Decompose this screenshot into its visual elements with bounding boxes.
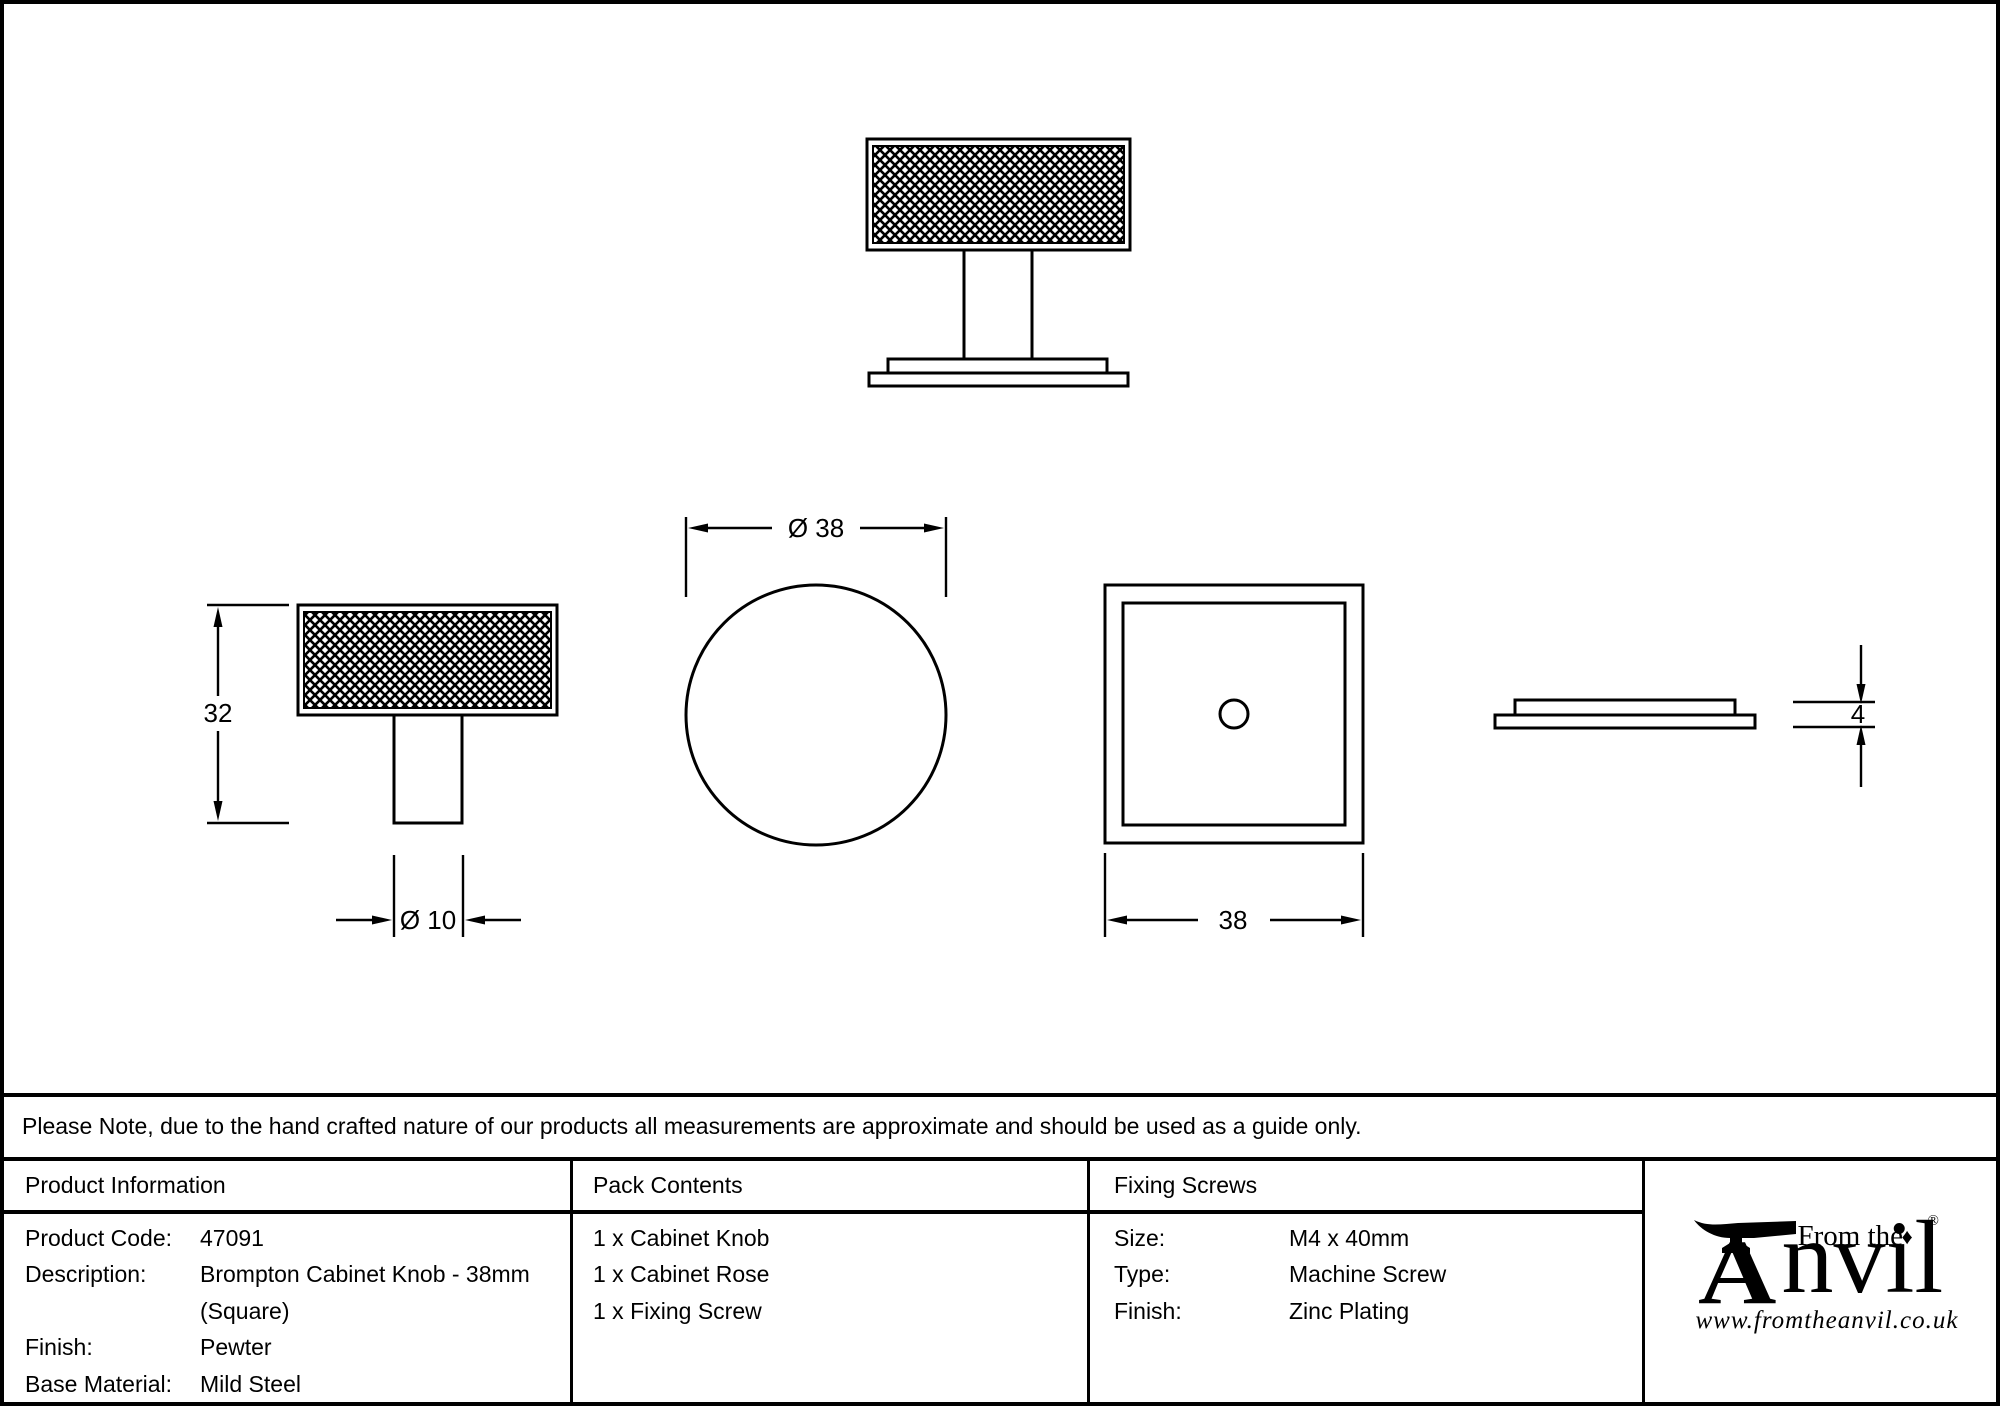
table-row: Finish: Zinc Plating	[1114, 1293, 1642, 1330]
logo-text-from-the: From the	[1797, 1220, 1904, 1253]
knurled-head	[872, 145, 1125, 244]
product-information-header: Product Information	[4, 1161, 570, 1214]
table-row: Size: M4 x 40mm	[1114, 1220, 1642, 1257]
spec-label: Product Code:	[25, 1224, 173, 1251]
list-item: 1 x Cabinet Knob	[593, 1224, 770, 1251]
knob-stem	[962, 250, 1034, 359]
table-row: Type: Machine Screw	[1114, 1256, 1642, 1293]
rose-base-plate	[867, 371, 1130, 388]
dimension-stem-diameter: Ø 10	[336, 855, 521, 937]
pack-contents-column: Pack Contents 1 x Cabinet Knob 1 x Cabin…	[573, 1160, 1090, 1402]
logo-text-nvil: nvil	[1781, 1200, 1944, 1316]
info-table: Product Information Product Code: 47091 …	[4, 1160, 1996, 1403]
note-text: Please Note, due to the hand crafted nat…	[22, 1113, 1362, 1140]
list-item: 1 x Fixing Screw	[593, 1297, 762, 1324]
spec-value: Zinc Plating	[1289, 1297, 1410, 1324]
spec-label: Base Material:	[25, 1370, 173, 1397]
spec-value: M4 x 40mm	[1289, 1224, 1410, 1251]
anvil-icon	[1693, 1220, 1796, 1254]
spec-label: Description:	[25, 1261, 147, 1287]
spec-label: Type:	[1114, 1261, 1171, 1287]
technical-drawing: 32 Ø 10 Ø 38	[204, 137, 1875, 937]
table-row: Base Material: Mild Steel	[25, 1366, 570, 1403]
spec-value: Machine Screw	[1289, 1261, 1447, 1287]
rose-upper-step	[886, 357, 1109, 375]
dimension-rose-width: 38	[1103, 853, 1365, 937]
pack-contents-header: Pack Contents	[573, 1161, 1087, 1214]
svg-text:Ø 10: Ø 10	[400, 905, 456, 935]
svg-text:4: 4	[1851, 699, 1865, 729]
spec-label: Finish:	[25, 1334, 93, 1360]
measurement-note: Please Note, due to the hand crafted nat…	[4, 1093, 1996, 1161]
spec-value: Brompton Cabinet Knob - 38mm	[200, 1261, 530, 1287]
list-item: 1 x Cabinet Rose	[593, 1261, 770, 1287]
screw-hole	[1218, 698, 1250, 730]
spec-value: Pewter	[200, 1334, 272, 1360]
svg-text:32: 32	[204, 698, 233, 728]
product-information-column: Product Information Product Code: 47091 …	[4, 1160, 573, 1403]
fixing-screws-body: Size: M4 x 40mm Type: Machine Screw Fini…	[1090, 1214, 1642, 1330]
knob-dimensioned-side-view: 32 Ø 10	[204, 603, 559, 937]
brand-logo-cell: A nvil From the ♦ ® www.fromtheanvil.co.…	[1645, 1161, 1996, 1403]
knob-front-view: Ø 38	[684, 513, 948, 847]
spec-label	[25, 1293, 200, 1330]
registered-trademark-icon: ®	[1927, 1213, 1939, 1230]
spec-value: (Square)	[200, 1297, 290, 1324]
table-row: (Square)	[25, 1293, 570, 1330]
table-row: Description: Brompton Cabinet Knob - 38m…	[25, 1256, 570, 1293]
knob-stem	[392, 715, 464, 825]
svg-text:Ø 38: Ø 38	[788, 513, 844, 543]
spec-label: Finish:	[1114, 1297, 1182, 1324]
pack-contents-body: 1 x Cabinet Knob 1 x Cabinet Rose 1 x Fi…	[573, 1214, 1087, 1330]
brand-logo: A nvil From the ♦ ® www.fromtheanvil.co.…	[1693, 1206, 1959, 1342]
dimension-rose-thickness: 4	[1793, 645, 1875, 787]
table-row: Product Code: 47091	[25, 1220, 570, 1257]
svg-text:38: 38	[1219, 905, 1248, 935]
table-row: Finish: Pewter	[25, 1329, 570, 1366]
logo-website: www.fromtheanvil.co.uk	[1695, 1307, 1959, 1335]
dimension-knob-diameter: Ø 38	[684, 513, 948, 597]
diamond-icon: ♦	[1901, 1224, 1913, 1250]
fixing-screws-column: Fixing Screws Size: M4 x 40mm Type: Mach…	[1090, 1160, 1645, 1402]
dimension-overall-height: 32	[204, 603, 289, 825]
spec-label: Size:	[1114, 1224, 1166, 1251]
spec-value: Mild Steel	[200, 1370, 301, 1397]
knob-with-rose-side-view	[865, 137, 1132, 388]
spec-value: 47091	[200, 1224, 264, 1251]
product-information-body: Product Code: 47091 Description: Brompto…	[4, 1214, 570, 1403]
info-panel: Please Note, due to the hand crafted nat…	[4, 1093, 1996, 1402]
knurled-head	[303, 611, 552, 709]
fixing-screws-header: Fixing Screws	[1090, 1161, 1642, 1214]
rose-side-view: 4	[1493, 645, 1875, 787]
rose-back-view: 38	[1103, 583, 1365, 937]
